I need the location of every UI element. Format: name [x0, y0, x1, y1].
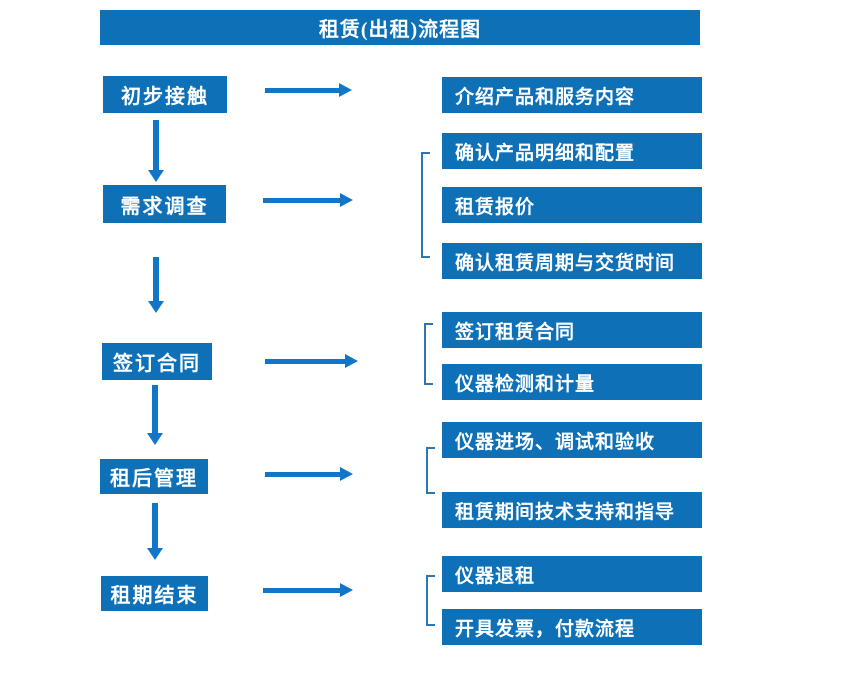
flow-detail-rental-quotation: 租赁报价 [442, 187, 702, 223]
flow-step-demand-survey: 需求调查 [103, 185, 226, 223]
arrow-right-icon [265, 467, 353, 481]
flow-detail-instrument-test-measure: 仪器检测和计量 [442, 364, 702, 400]
arrow-down-icon [148, 257, 164, 313]
arrow-right-icon [263, 193, 353, 207]
flow-step-initial-contact: 初步接触 [103, 76, 227, 113]
flow-detail-confirm-period-delivery: 确认租赁周期与交货时间 [442, 243, 702, 279]
flow-step-sign-contract: 签订合同 [102, 343, 212, 380]
flow-detail-confirm-product-config: 确认产品明细和配置 [442, 133, 702, 169]
flow-detail-invoice-payment: 开具发票，付款流程 [442, 609, 702, 645]
flow-step-post-rental-management: 租后管理 [100, 459, 208, 494]
arrow-down-icon [147, 385, 163, 445]
arrow-right-icon [265, 354, 358, 368]
arrow-right-icon [263, 583, 353, 597]
bracket-connector [421, 152, 430, 258]
flow-detail-introduce-products: 介绍产品和服务内容 [442, 77, 702, 113]
flow-step-rental-end: 租期结束 [101, 576, 208, 611]
arrow-right-icon [265, 83, 352, 97]
flow-detail-tech-support: 租赁期间技术支持和指导 [442, 492, 702, 528]
flow-detail-sign-rental-contract: 签订租赁合同 [442, 312, 702, 348]
arrow-down-icon [147, 503, 163, 560]
flow-detail-instrument-return: 仪器退租 [442, 556, 702, 592]
bracket-connector [426, 447, 435, 494]
bracket-connector [426, 575, 435, 626]
flow-detail-instrument-setup-acceptance: 仪器进场、调试和验收 [442, 422, 702, 458]
flowchart-title: 租赁(出租)流程图 [100, 10, 700, 45]
bracket-connector [424, 323, 433, 385]
arrow-down-icon [148, 120, 164, 182]
